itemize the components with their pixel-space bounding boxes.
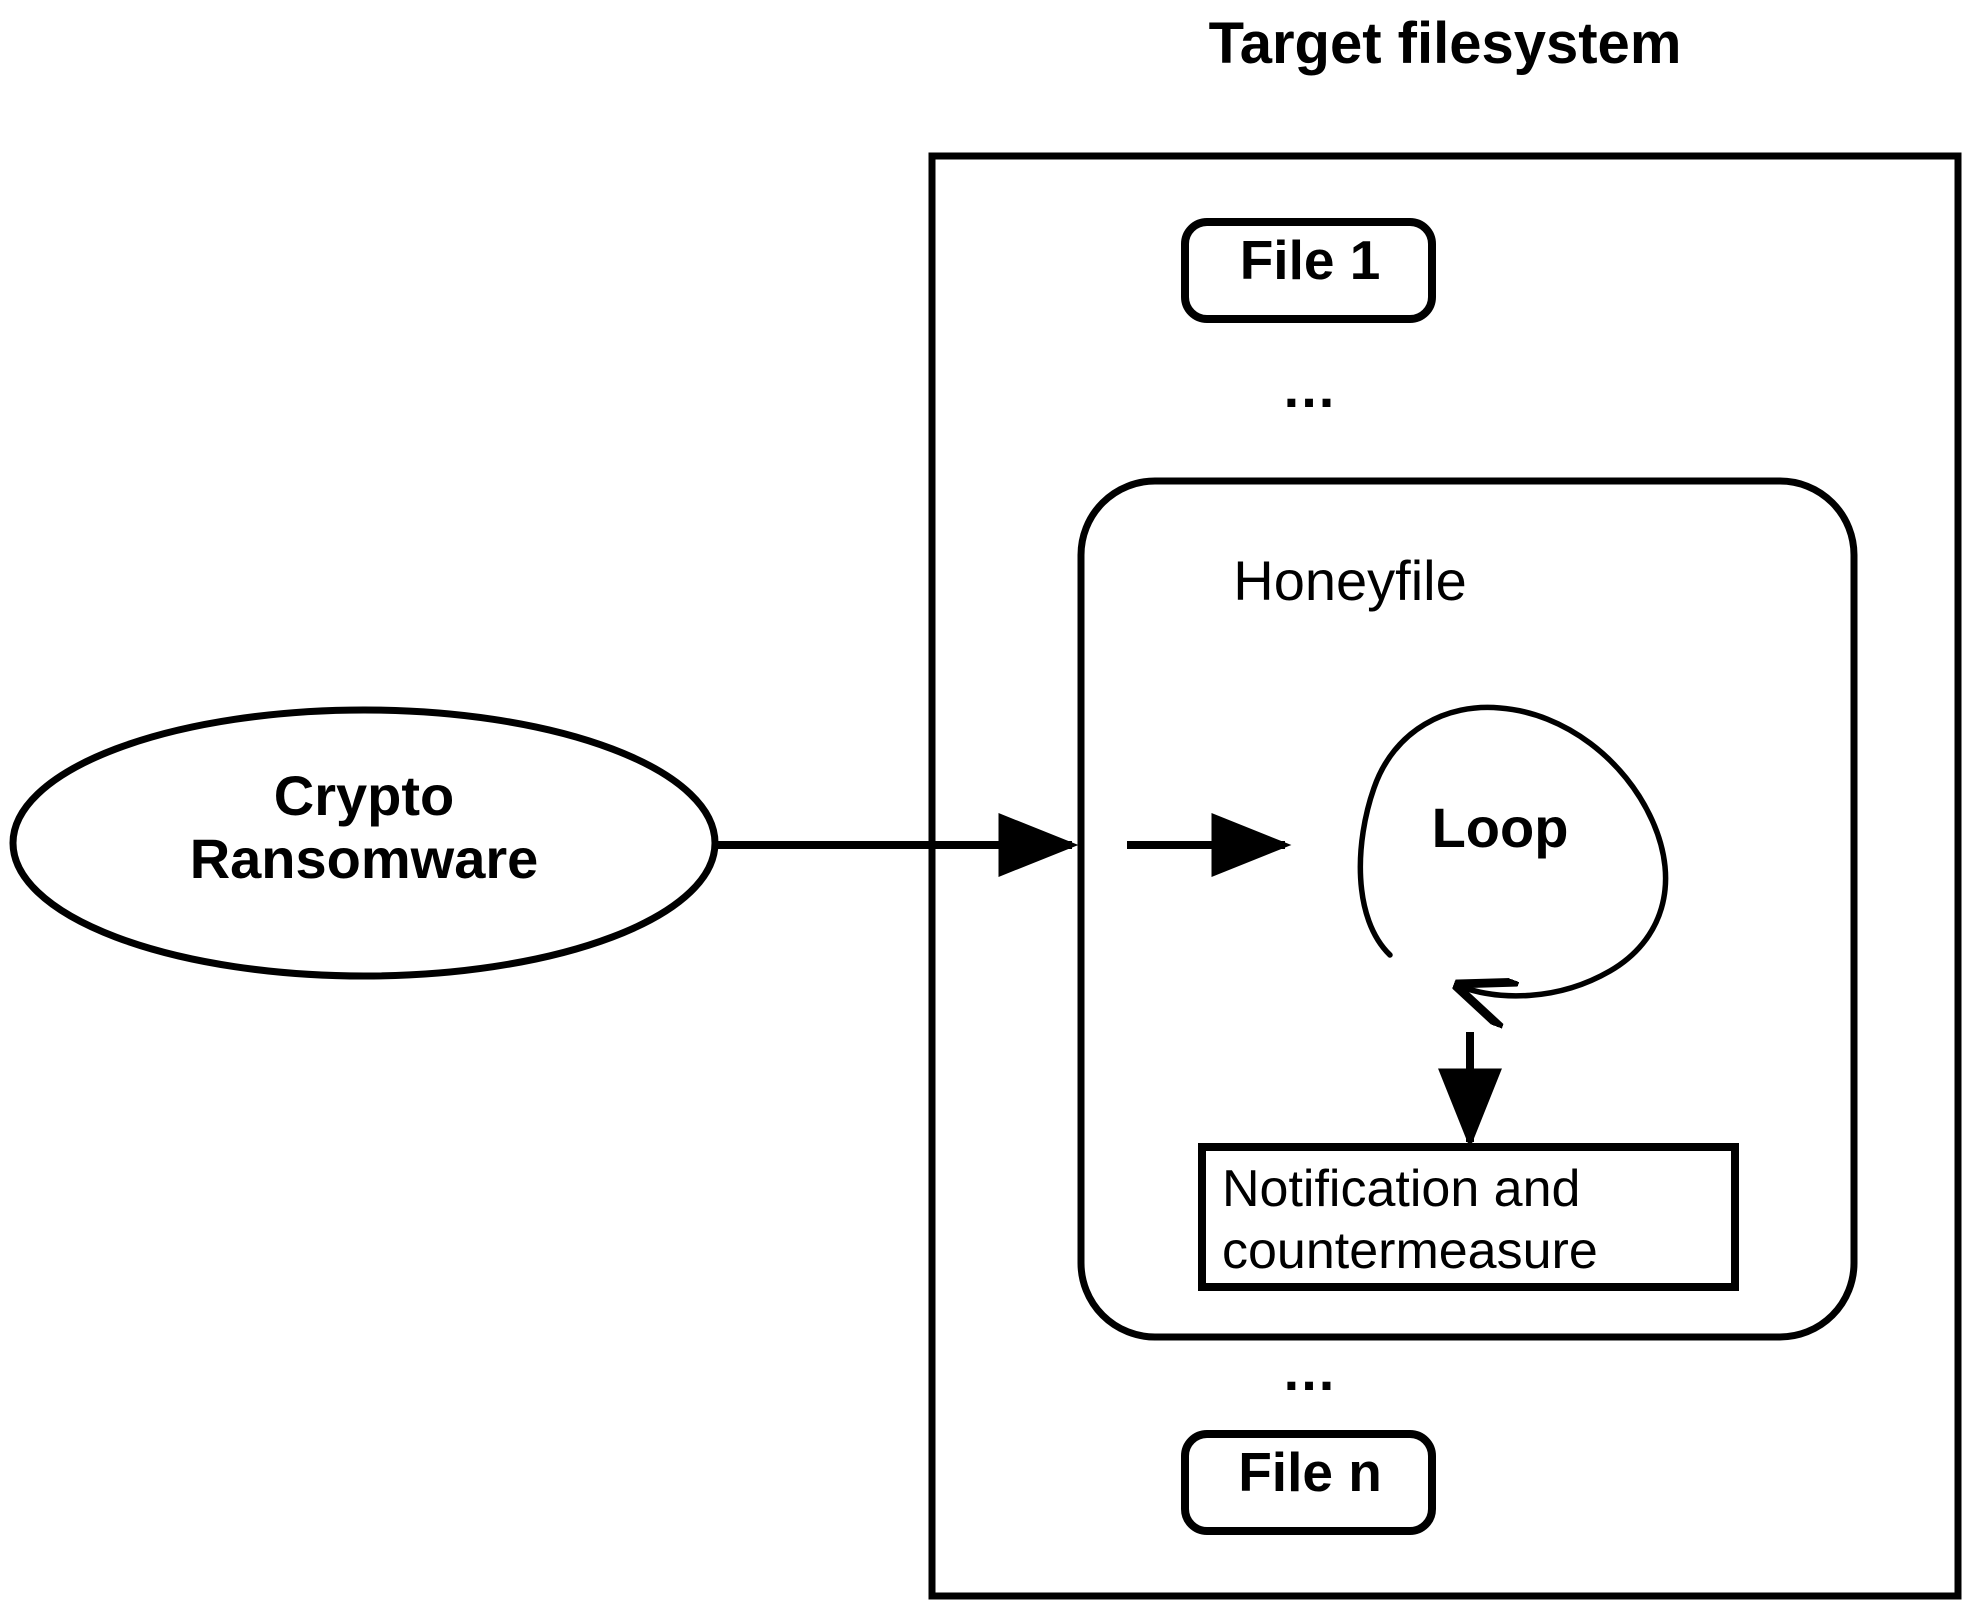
notification-label-line-1: Notification and: [1222, 1160, 1581, 1218]
file-n-label: File n: [1238, 1441, 1382, 1503]
honeyfile-label: Honeyfile: [1233, 549, 1467, 612]
loop-label: Loop: [1431, 796, 1569, 859]
ellipsis-top-label: ...: [1283, 356, 1337, 419]
loop-circular-arrow: [1357, 704, 1669, 995]
filesystem-container-box: [928, 152, 1962, 1600]
file-1-box: [1181, 218, 1436, 323]
notification-label-line-2: countermeasure: [1222, 1222, 1598, 1281]
ellipsis-bottom-label: ...: [1283, 1339, 1337, 1402]
file-1-label: File 1: [1239, 229, 1381, 291]
crypto-ransomware-label-line-2: Ransomware: [189, 826, 539, 890]
crypto-ransomware-label-line-1: Crypto: [273, 764, 455, 827]
file-n-box: [1181, 1430, 1436, 1535]
honeyfile-box: [1077, 477, 1858, 1341]
page-title: Target filesystem: [1208, 11, 1682, 76]
